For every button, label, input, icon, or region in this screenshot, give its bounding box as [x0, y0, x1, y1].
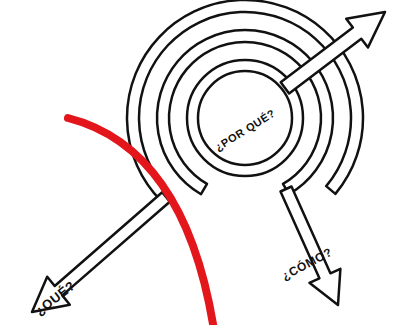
- ring-label: ¿POR QUÉ?: [213, 107, 278, 154]
- ring-node: ¿POR QUÉ?: [187, 60, 303, 176]
- ring-band: [127, 0, 363, 201]
- ring-label: ¿QUÉ?: [32, 278, 78, 318]
- ring-shape: [127, 0, 363, 236]
- ring-shape: [157, 30, 333, 206]
- ring-node: ¿POR QUÉ?¿CÓMO?¿QUÉ?: [127, 0, 363, 236]
- ring-band: [187, 60, 303, 176]
- ring-label: ¿CÓMO?: [279, 245, 334, 283]
- ring-shape: [187, 60, 303, 176]
- arrow-down-right: [281, 187, 341, 306]
- ring-band: [157, 30, 333, 194]
- ring-node: ¿POR QUÉ?¿CÓMO?: [157, 30, 333, 206]
